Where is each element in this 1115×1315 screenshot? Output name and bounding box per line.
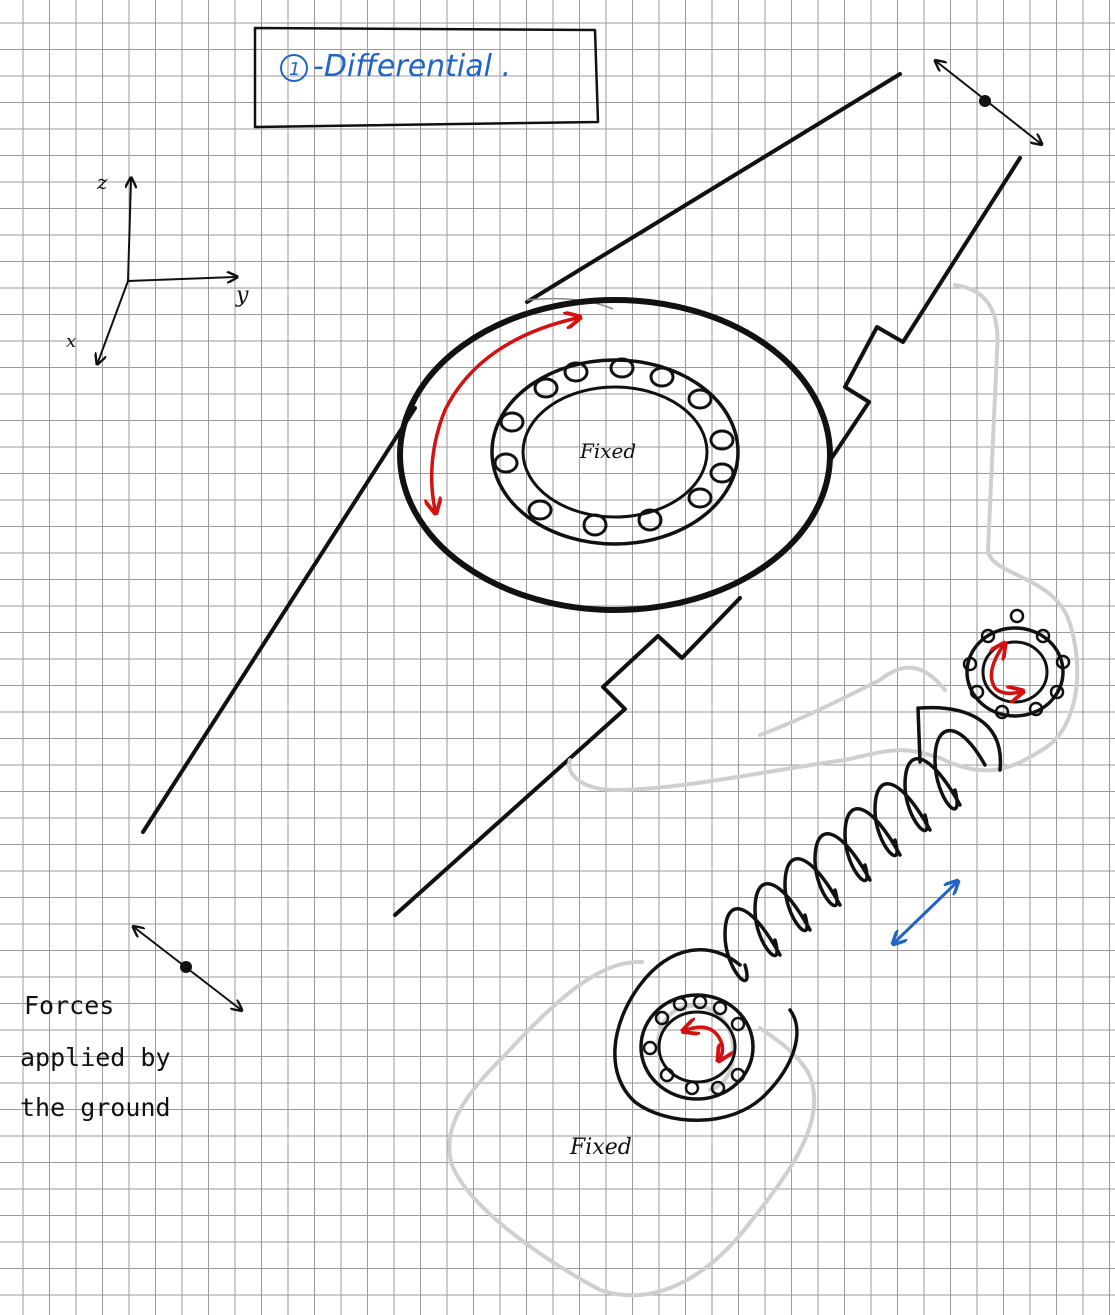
forces-note-line-1: Forces — [24, 991, 114, 1020]
title-text: -Differential . — [313, 49, 511, 84]
large-bearing: Fixed — [400, 300, 830, 610]
main-arm — [143, 74, 1020, 915]
lower-bearing-rotation-arrow — [686, 1027, 723, 1058]
spring — [725, 708, 1000, 981]
title-box: 1 -Differential . — [255, 28, 598, 127]
upper-bearing-rotation-arrow — [991, 646, 1020, 693]
axis-label-y: y — [235, 283, 249, 308]
forces-note-line-3: the ground — [20, 1093, 171, 1122]
lower-bearing: Fixed — [569, 950, 797, 1160]
forces-note-line-2: applied by — [20, 1043, 171, 1072]
fixed-base-outline — [449, 962, 814, 1295]
ground-force-arrow-lower — [135, 928, 240, 1009]
fixed-label-bearing: Fixed — [579, 439, 636, 463]
small-bearing-upper — [964, 610, 1069, 718]
axis-label-z: z — [96, 170, 108, 194]
ground-force-arrow-upper — [937, 62, 1040, 143]
fixed-label-base: Fixed — [569, 1135, 632, 1160]
spring-extension-arrow — [895, 883, 956, 942]
axis-label-x: x — [66, 331, 76, 352]
title-number: 1 — [289, 59, 300, 80]
coordinate-axes: z y x — [66, 170, 249, 362]
forces-note: Forces applied by the ground — [20, 991, 171, 1122]
